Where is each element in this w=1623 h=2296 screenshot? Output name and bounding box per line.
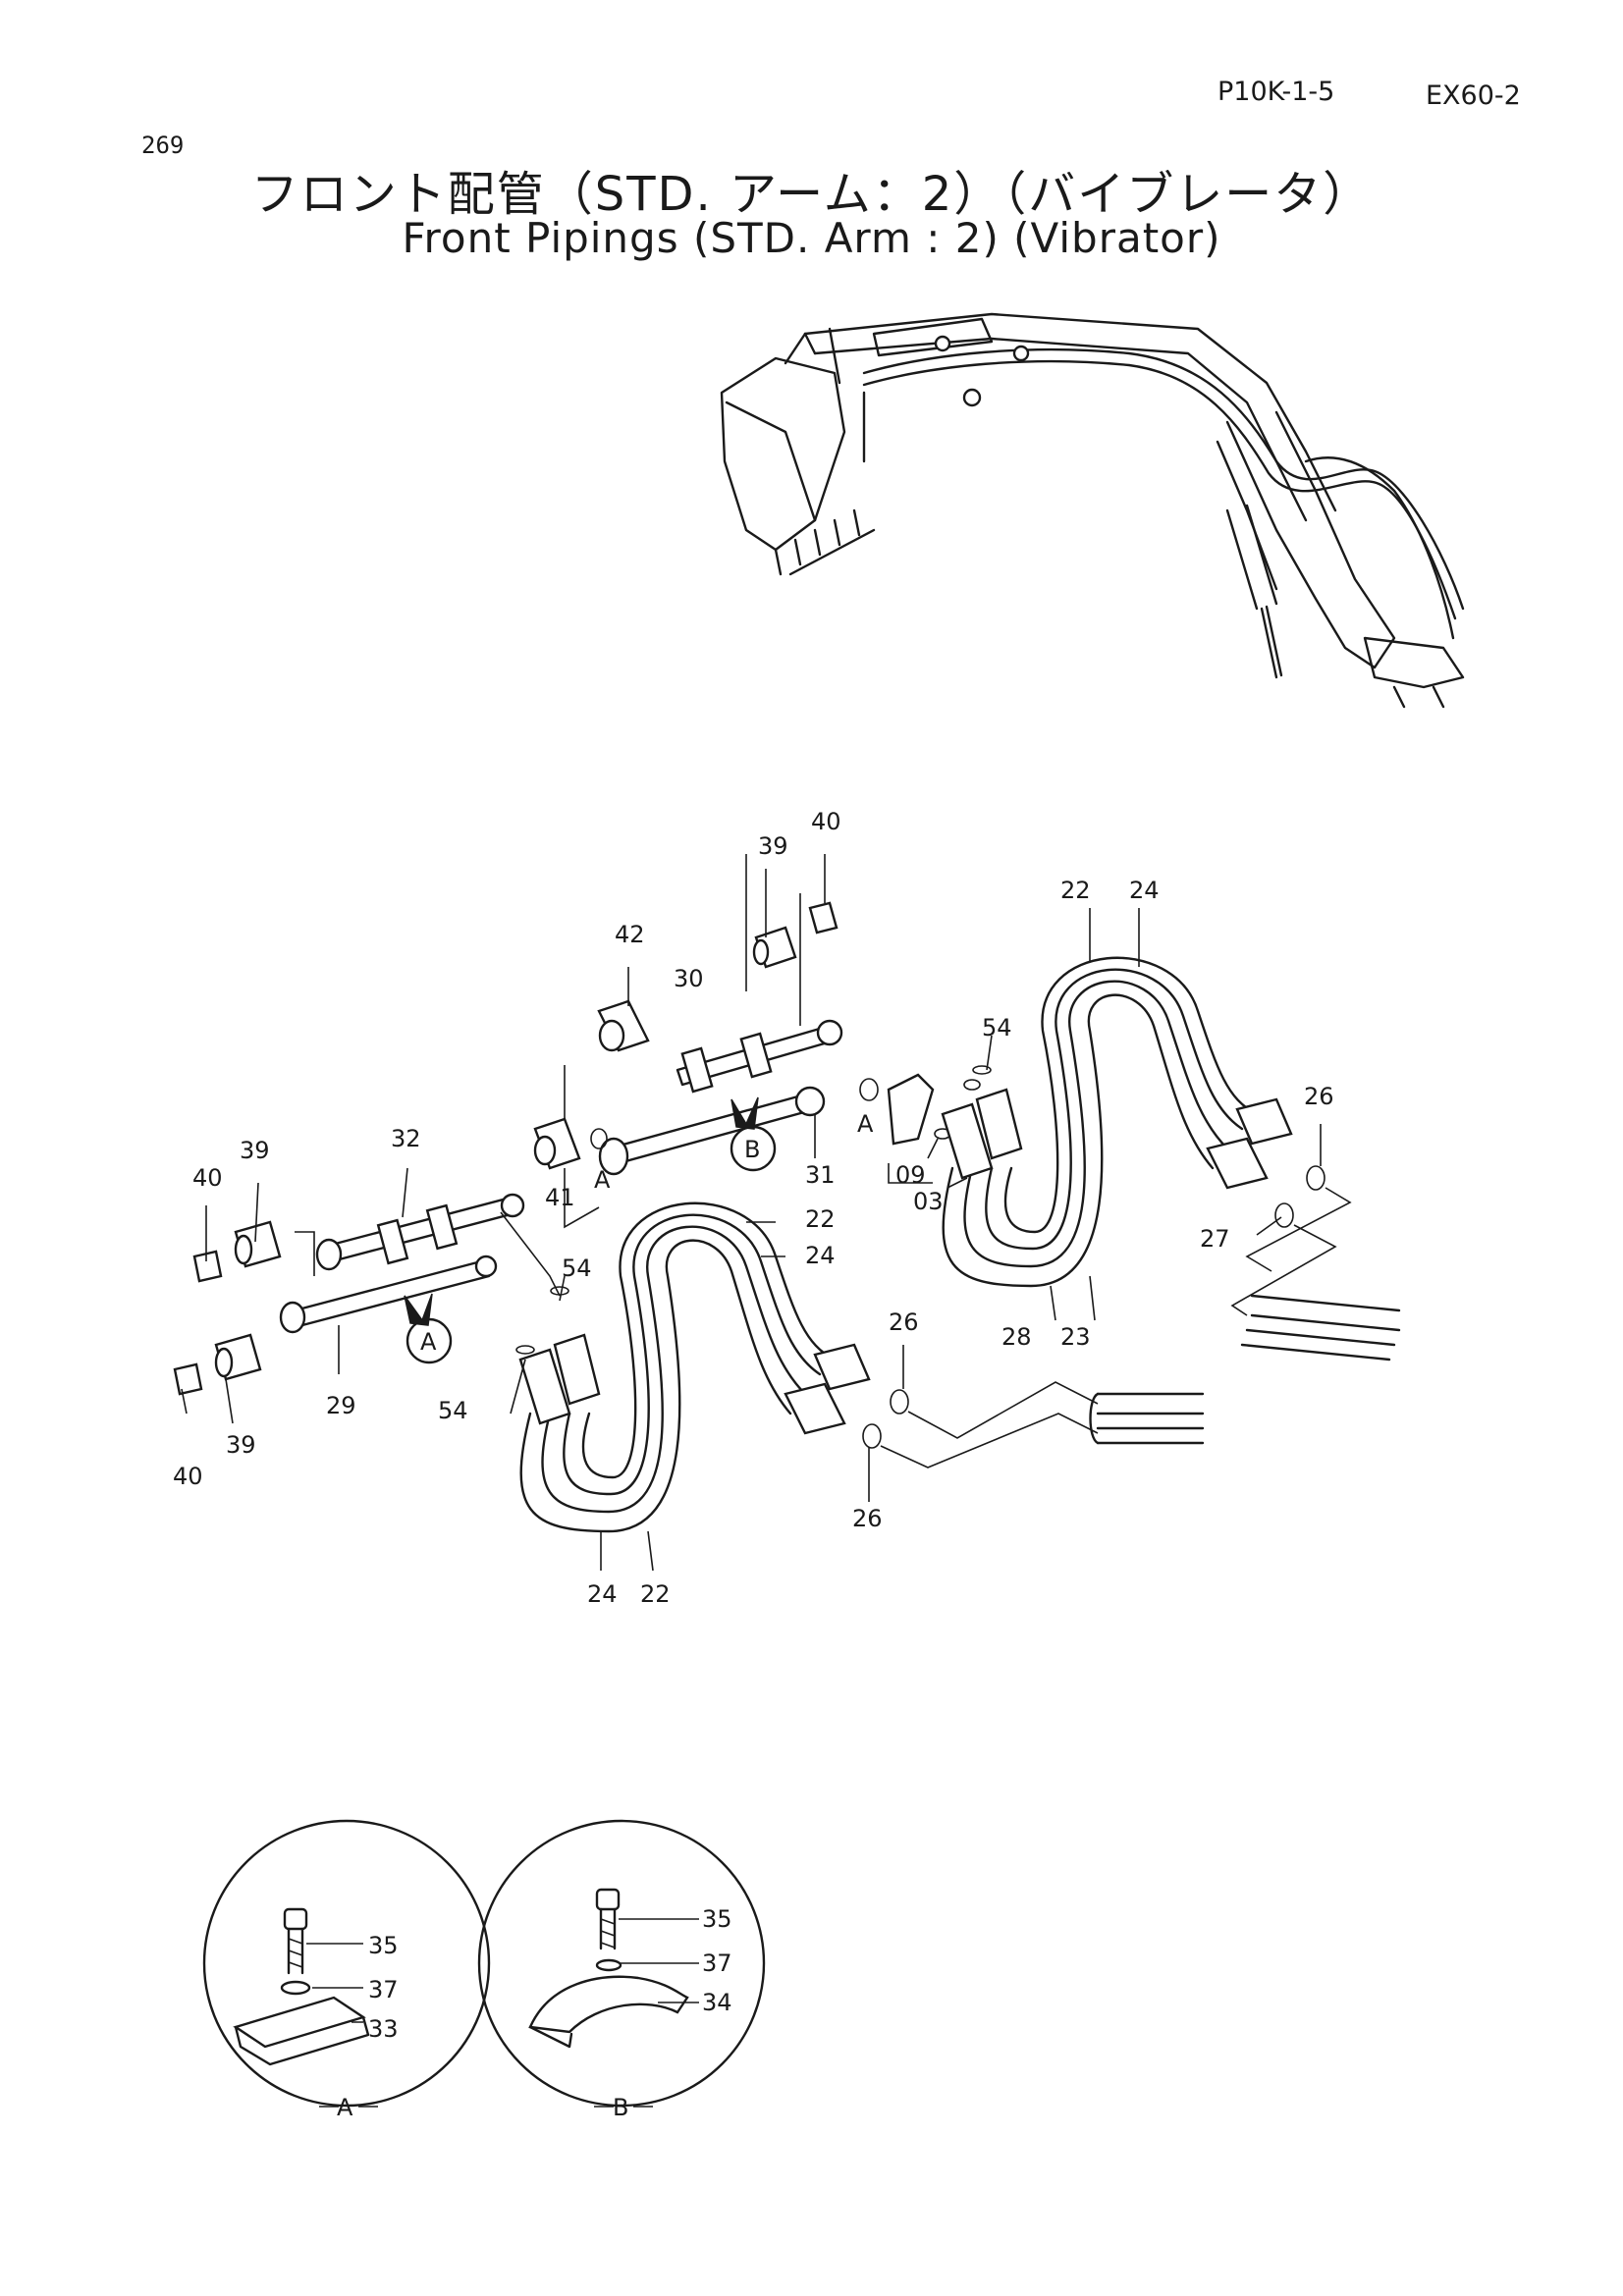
drawing-code: P10K-1-5 xyxy=(1217,77,1335,107)
detail-b-label: B xyxy=(613,2094,628,2121)
callout-30: 30 xyxy=(674,965,704,992)
callout-37: 37 xyxy=(368,1976,399,2003)
callout-39: 39 xyxy=(758,832,788,860)
callout-26: 26 xyxy=(1304,1083,1334,1110)
callout-32: 32 xyxy=(391,1125,421,1152)
callout-22: 22 xyxy=(640,1580,671,1608)
callout-37: 37 xyxy=(702,1949,732,1977)
callout-40: 40 xyxy=(192,1164,223,1192)
callout-54: 54 xyxy=(438,1397,468,1424)
callout-35: 35 xyxy=(702,1905,732,1933)
callout-24: 24 xyxy=(587,1580,618,1608)
section-marker-a-label: A xyxy=(420,1328,437,1356)
callout-22: 22 xyxy=(805,1205,836,1233)
callout-35: 35 xyxy=(368,1932,399,1959)
clamp-detail-b xyxy=(477,1819,766,2108)
callout-03: 03 xyxy=(913,1188,944,1215)
callout-33: 33 xyxy=(368,2015,399,2043)
callout-42: 42 xyxy=(615,921,645,948)
clamp-detail-a xyxy=(202,1819,491,2108)
callout-29: 29 xyxy=(326,1392,356,1419)
callout-40: 40 xyxy=(811,808,841,835)
callout-27: 27 xyxy=(1200,1225,1230,1253)
callout-22: 22 xyxy=(1060,877,1091,904)
connection-marker-a: A xyxy=(594,1166,611,1194)
callout-34: 34 xyxy=(702,1989,732,2016)
model-code: EX60-2 xyxy=(1426,80,1521,111)
page-title-japanese: フロント配管（STD. アーム：2）（バイブレータ） xyxy=(250,167,1373,222)
callout-24: 24 xyxy=(1129,877,1160,904)
leader-lines xyxy=(181,854,1322,1572)
page-title-english: Front Pipings (STD. Arm : 2) (Vibrator) xyxy=(402,214,1221,262)
callout-54: 54 xyxy=(562,1255,592,1282)
excavator-front-overview xyxy=(720,312,1465,709)
callout-41: 41 xyxy=(545,1184,575,1211)
callout-23: 23 xyxy=(1060,1323,1091,1351)
callout-28: 28 xyxy=(1001,1323,1032,1351)
callout-40: 40 xyxy=(173,1463,203,1490)
callout-26: 26 xyxy=(852,1505,883,1532)
connection-marker-a: A xyxy=(857,1110,874,1138)
callout-39: 39 xyxy=(240,1137,270,1164)
detail-a-label: A xyxy=(337,2094,353,2121)
callout-labels: 40 39 42 30 22 24 54 26 39 40 32 41 31 0… xyxy=(173,808,1334,2121)
callout-26: 26 xyxy=(889,1308,919,1336)
page-number: 269 xyxy=(141,132,185,159)
pipe-assembly xyxy=(173,901,1401,1533)
callout-24: 24 xyxy=(805,1242,836,1269)
callout-31: 31 xyxy=(805,1161,836,1189)
callout-39: 39 xyxy=(226,1431,256,1459)
section-marker-b xyxy=(730,1125,777,1172)
callout-09: 09 xyxy=(895,1161,926,1189)
section-marker-a xyxy=(406,1317,453,1364)
callout-54: 54 xyxy=(982,1014,1012,1041)
section-marker-b-label: B xyxy=(744,1136,760,1163)
